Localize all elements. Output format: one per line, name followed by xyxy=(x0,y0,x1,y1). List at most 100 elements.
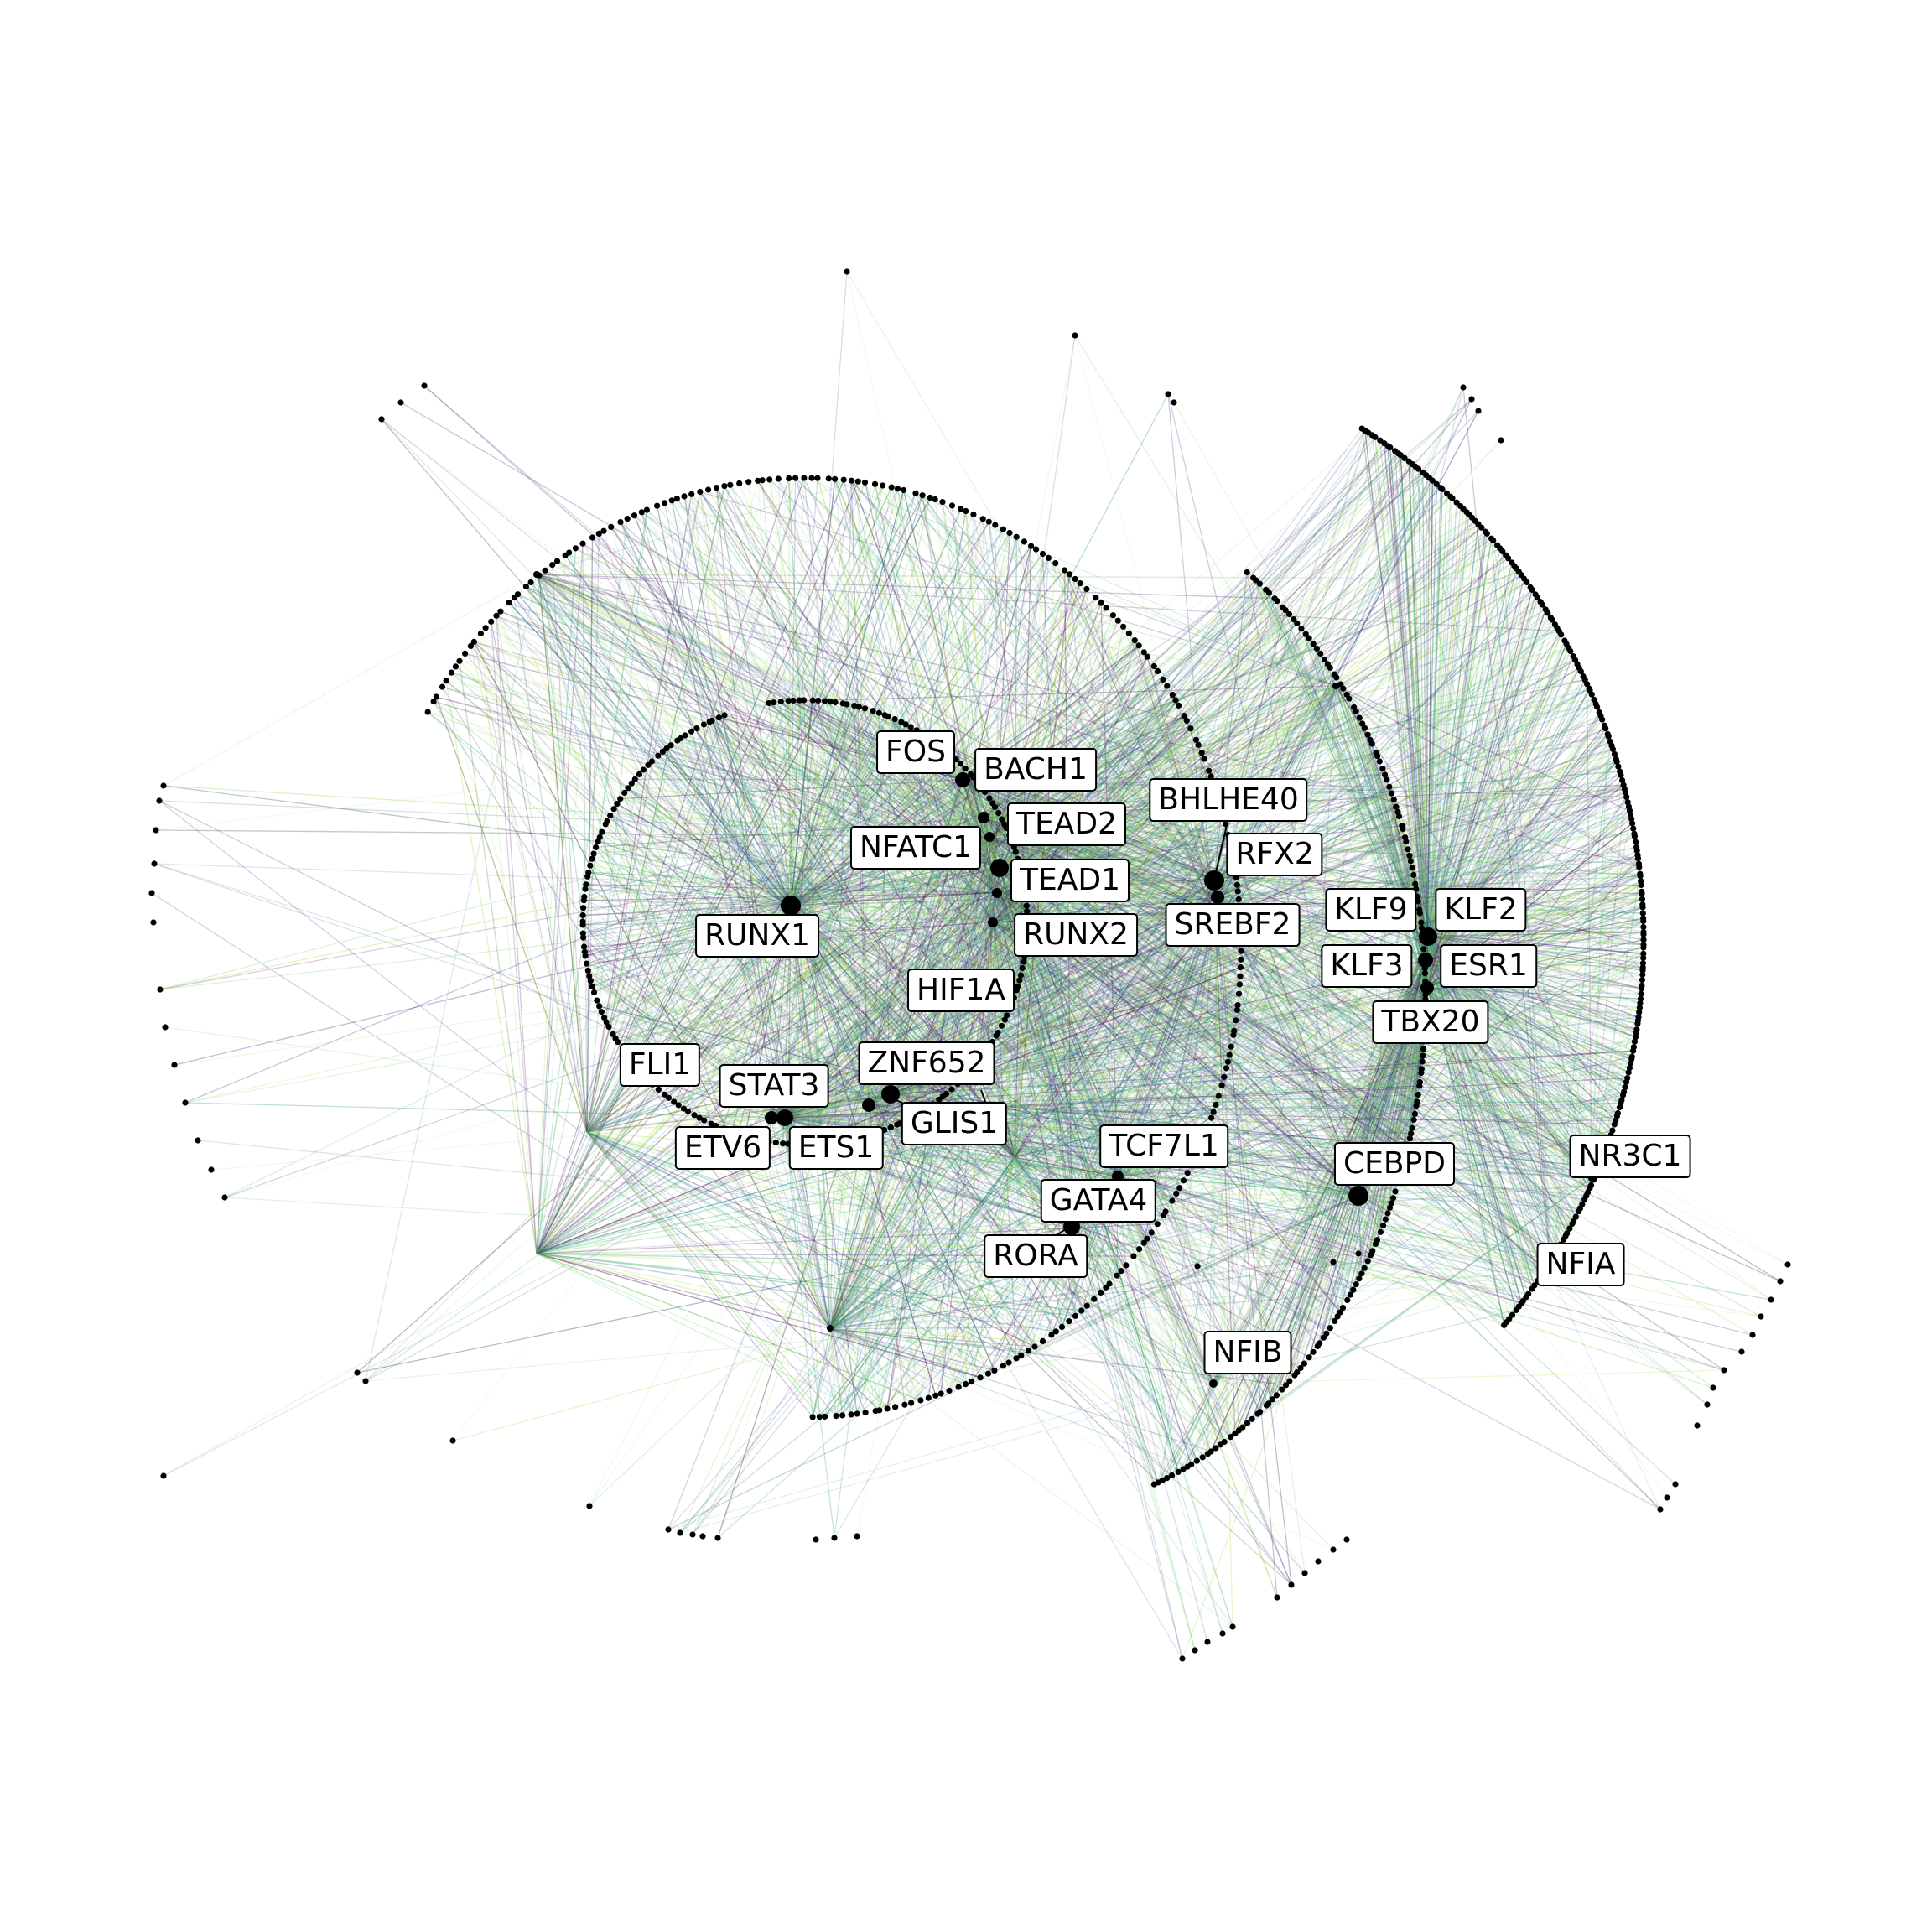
edge xyxy=(992,839,1012,923)
target-node xyxy=(586,973,593,979)
target-node xyxy=(1298,626,1305,632)
edge xyxy=(1161,987,1428,1481)
target-node xyxy=(880,482,886,489)
target-node xyxy=(208,1166,215,1173)
edge xyxy=(757,480,998,894)
edge xyxy=(1367,735,1428,989)
edge xyxy=(947,715,1185,995)
edge xyxy=(992,527,1483,923)
edge xyxy=(455,666,792,906)
edge xyxy=(784,1117,1411,1135)
edge xyxy=(903,490,1218,898)
edge xyxy=(803,699,831,1329)
edge xyxy=(761,1104,870,1141)
target-node xyxy=(439,683,446,690)
edge xyxy=(803,892,998,1145)
edge xyxy=(525,586,891,1095)
edge xyxy=(718,717,891,1095)
edge xyxy=(948,1156,1015,1391)
edge xyxy=(1425,835,1635,961)
target-node xyxy=(792,475,799,481)
edge xyxy=(771,1117,1192,1465)
target-node xyxy=(1622,789,1628,796)
edge xyxy=(999,447,1391,869)
target-node xyxy=(1639,910,1646,917)
edge xyxy=(829,490,905,1330)
edge xyxy=(868,1104,1036,1348)
target-node xyxy=(1640,944,1647,951)
target-node xyxy=(1392,1188,1399,1195)
edge xyxy=(799,699,1215,915)
target-node xyxy=(673,496,680,502)
edge xyxy=(790,699,805,906)
edge xyxy=(586,486,892,1133)
edge xyxy=(788,478,792,906)
target-node xyxy=(1478,524,1485,531)
edge xyxy=(996,892,1753,1336)
target-node xyxy=(979,516,986,522)
edge xyxy=(989,836,1378,1241)
edge xyxy=(790,905,1025,958)
edge xyxy=(593,779,963,854)
edge xyxy=(790,700,813,906)
edge xyxy=(1426,693,1592,989)
edge xyxy=(586,963,1552,1275)
edge xyxy=(989,836,1561,1245)
edge xyxy=(634,778,1072,1228)
edge xyxy=(536,1020,1236,1254)
target-node xyxy=(709,717,715,724)
target-node xyxy=(579,540,586,547)
target-node xyxy=(1334,1313,1341,1320)
edge xyxy=(184,1102,786,1119)
edge xyxy=(1240,941,1592,1179)
target-node xyxy=(700,721,708,728)
edge xyxy=(771,645,1140,1119)
target-node xyxy=(813,1536,819,1543)
edge xyxy=(829,1106,1620,1329)
target-node xyxy=(1176,702,1182,709)
target-node xyxy=(932,1392,939,1399)
edge xyxy=(586,1131,820,1418)
target-node xyxy=(1208,1114,1215,1121)
edge xyxy=(1427,936,1555,1256)
edge xyxy=(992,922,1573,1225)
target-node xyxy=(985,518,992,525)
edge xyxy=(584,888,1215,915)
target-node xyxy=(832,475,839,482)
edge xyxy=(1400,959,1426,1173)
target-node xyxy=(894,486,901,492)
edge xyxy=(790,905,1192,1166)
edge xyxy=(1426,987,1505,1326)
edge xyxy=(829,839,1230,1330)
edge xyxy=(1213,607,1284,915)
target-node xyxy=(1418,919,1425,926)
edge xyxy=(992,922,1405,1161)
edge xyxy=(1425,477,1431,961)
edge xyxy=(615,993,948,1040)
edge xyxy=(992,922,1365,1269)
edge xyxy=(794,477,948,995)
edge xyxy=(790,728,1192,906)
target-node xyxy=(590,989,598,996)
edge xyxy=(999,792,1392,869)
target-node xyxy=(1415,465,1422,472)
edge xyxy=(962,779,1010,836)
target-node xyxy=(1355,1250,1362,1257)
edge xyxy=(569,552,1000,869)
target-node xyxy=(631,512,638,519)
target-node xyxy=(1150,662,1157,670)
target-node xyxy=(1125,630,1132,636)
target-node xyxy=(1416,910,1423,917)
target-node xyxy=(1622,1084,1628,1091)
edge xyxy=(1591,873,1641,1179)
edge xyxy=(1425,959,1606,1151)
edge-layer xyxy=(151,271,1789,1659)
target-node xyxy=(1386,783,1393,790)
target-node xyxy=(1021,958,1027,965)
edge xyxy=(433,700,792,906)
target-node xyxy=(927,494,933,501)
edge xyxy=(1426,480,1433,989)
edge xyxy=(790,712,880,906)
target-node xyxy=(1072,1312,1079,1319)
edge xyxy=(1071,823,1227,1228)
